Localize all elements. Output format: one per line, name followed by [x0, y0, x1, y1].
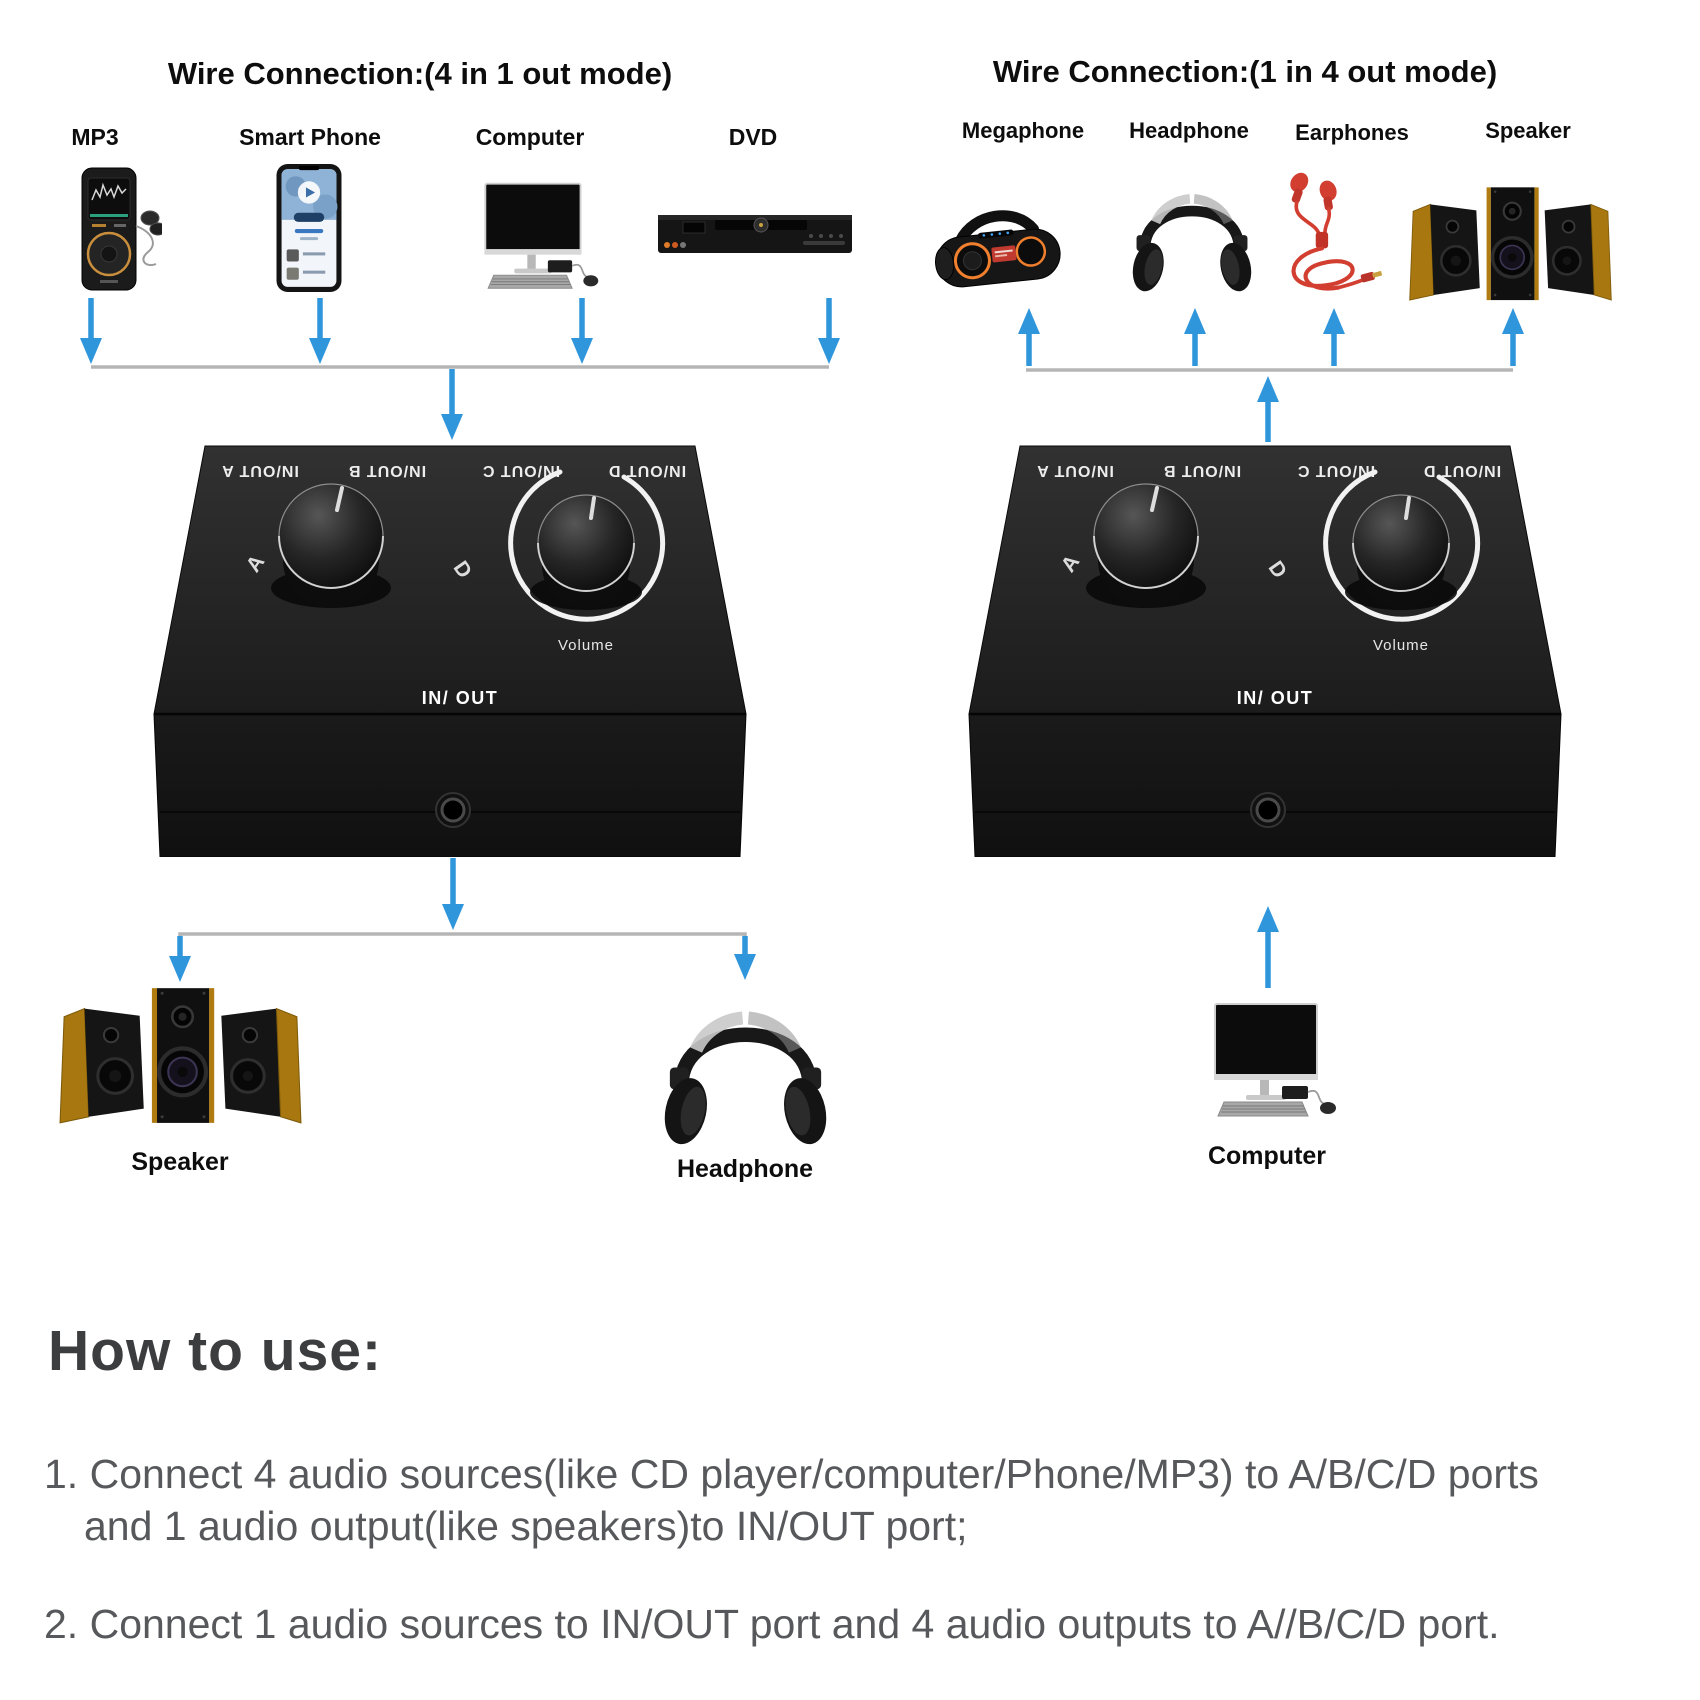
label-speaker-left: Speaker [131, 1148, 229, 1176]
right-panel-title: Wire Connection:(1 in 4 out mode) [992, 54, 1498, 89]
port-label-inout-b: IN/OUT B [1163, 462, 1241, 479]
right-output-arrows [1018, 308, 1524, 366]
label-earphones: Earphones [1295, 120, 1409, 145]
volume-label: Volume [1373, 637, 1429, 654]
port-label-inout-c: IN/OUT C [1297, 462, 1375, 479]
volume-label: Volume [558, 637, 614, 654]
port-label-inout-a: IN/OUT A [221, 462, 299, 479]
left-input-arrows [80, 298, 840, 364]
label-computer-right: Computer [1207, 1142, 1327, 1170]
instruction-step-2: 2. Connect 1 audio sources to IN/OUT por… [44, 1598, 1500, 1650]
left-output-bus-line [178, 932, 747, 976]
label-megaphone: Megaphone [961, 118, 1085, 143]
port-label-inout-d: IN/OUT D [1423, 462, 1501, 479]
label-computer-left: Computer [475, 124, 585, 150]
port-label-inout-d: IN/OUT D [608, 462, 686, 479]
left-output-arrows [169, 936, 756, 982]
label-headphone-left: Headphone [676, 1155, 814, 1183]
volume-knob [1323, 469, 1481, 622]
left-panel-title: Wire Connection:(4 in 1 out mode) [167, 56, 673, 91]
audio-switch-box-left: IN/OUT A IN/OUT B IN/OUT C IN/OUT D A D … [153, 445, 747, 857]
front-port-label: IN/ OUT [1237, 688, 1314, 708]
instruction-step-1: 1. Connect 4 audio sources(like CD playe… [44, 1448, 1539, 1552]
port-label-inout-a: IN/OUT A [1036, 462, 1114, 479]
label-smart-phone: Smart Phone [239, 124, 381, 150]
volume-knob [508, 469, 666, 622]
label-dvd: DVD [728, 124, 778, 150]
audio-jack [1250, 792, 1286, 828]
input-selector-knob [271, 483, 391, 608]
port-label-inout-b: IN/OUT B [348, 462, 426, 479]
how-to-use-heading: How to use: [48, 1319, 382, 1383]
instruction-step-2-line-1: 2. Connect 1 audio sources to IN/OUT por… [44, 1601, 1500, 1647]
front-port-label: IN/ OUT [422, 688, 499, 708]
label-headphone-right: Headphone [1129, 118, 1249, 143]
instruction-step-1-line-2: and 1 audio output(like speakers)to IN/O… [84, 1503, 968, 1550]
instruction-step-1-line-1: 1. Connect 4 audio sources(like CD playe… [44, 1451, 1539, 1497]
port-label-inout-c: IN/OUT C [482, 462, 560, 479]
audio-jack [435, 792, 471, 828]
input-selector-knob [1086, 483, 1206, 608]
audio-switch-box-right: IN/OUT A IN/OUT B IN/OUT C IN/OUT D A D … [968, 445, 1562, 857]
label-mp3: MP3 [71, 124, 119, 150]
label-speaker-right: Speaker [1485, 118, 1571, 143]
